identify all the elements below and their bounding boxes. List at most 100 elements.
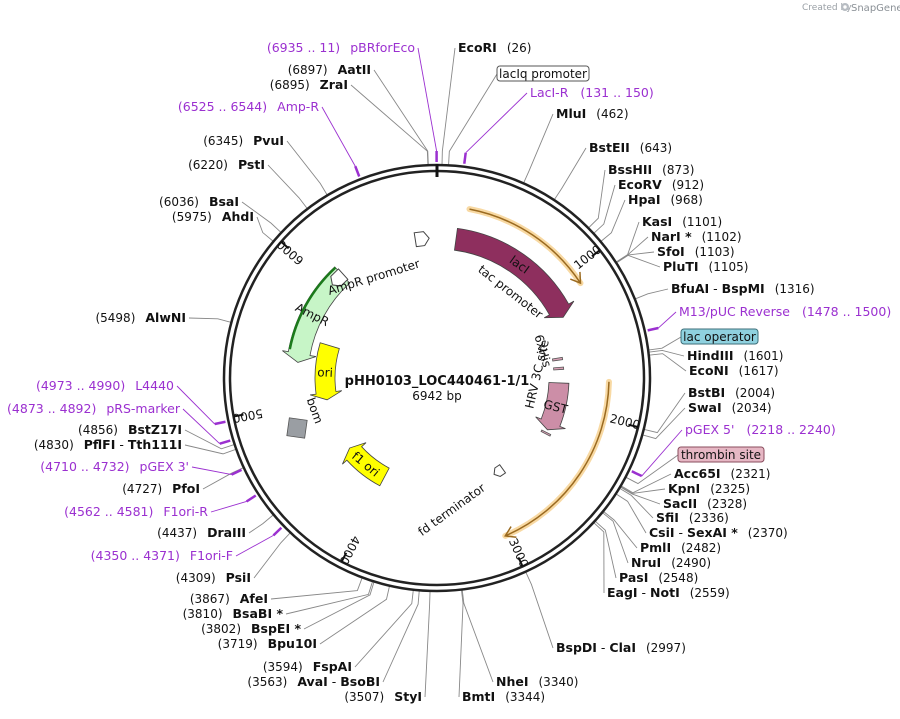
primer-label-m13-puc-reverse: M13/pUC Reverse (1478 .. 1500) bbox=[679, 304, 891, 319]
site-leader bbox=[594, 520, 617, 579]
site-label-pluti: PluTI(1105) bbox=[663, 259, 748, 274]
tick-label: 1000 bbox=[571, 242, 604, 272]
site-coordinate: (643) bbox=[640, 141, 672, 155]
site-name: SexAI * bbox=[687, 525, 738, 540]
feature-leader bbox=[625, 454, 679, 485]
site-coordinate: (6345) bbox=[203, 134, 243, 148]
site-name: NarI * bbox=[651, 229, 692, 244]
site-name-separator: - bbox=[597, 640, 609, 655]
site-name: EcoNI bbox=[689, 363, 729, 378]
primer-range: (1478 .. 1500) bbox=[802, 304, 891, 319]
primer-marker bbox=[463, 152, 467, 164]
site-coordinate: (26) bbox=[507, 41, 532, 55]
primer-label-amp-r: (6525 .. 6544)Amp-R bbox=[178, 99, 319, 114]
tick-label: 6000 bbox=[274, 237, 306, 268]
site-coordinate: (2325) bbox=[710, 482, 750, 496]
site-coordinate: (1617) bbox=[739, 364, 779, 378]
site-name-separator: - bbox=[709, 281, 721, 296]
site-label-bsabi: (3810)BsaBI * bbox=[183, 606, 284, 621]
site-leader bbox=[615, 493, 647, 534]
site-name-separator: - bbox=[638, 585, 650, 600]
site-coordinate: (1101) bbox=[682, 215, 722, 229]
site-coordinate: (1105) bbox=[709, 260, 749, 274]
site-name: FspAI bbox=[313, 659, 352, 674]
site-name: Acc65I bbox=[674, 466, 721, 481]
site-label-csii: CsiI - SexAI *(2370) bbox=[649, 525, 788, 540]
site-coordinate: (3719) bbox=[218, 637, 258, 651]
feature-arrow-f1-ori bbox=[342, 442, 390, 487]
site-coordinate: (4856) bbox=[78, 423, 118, 437]
site-name-separator: - bbox=[115, 437, 127, 452]
site-leader bbox=[648, 349, 685, 357]
site-name: AatII bbox=[338, 62, 371, 77]
site-coordinate: (5498) bbox=[95, 311, 135, 325]
primer-range: (6525 .. 6544) bbox=[178, 99, 267, 114]
site-coordinate: (1102) bbox=[702, 230, 742, 244]
site-leader bbox=[303, 581, 375, 630]
primer-label-f1ori-r: (4562 .. 4581)F1ori-R bbox=[64, 504, 208, 519]
feature-box bbox=[496, 65, 590, 82]
primer-leader bbox=[235, 535, 274, 557]
tick-label: 5000 bbox=[231, 406, 264, 425]
feature-leader bbox=[448, 73, 498, 166]
cds-arc-head bbox=[504, 526, 517, 539]
site-coordinate: (3340) bbox=[539, 675, 579, 689]
site-coordinate: (5975) bbox=[172, 210, 212, 224]
site-coordinate: (968) bbox=[671, 193, 703, 207]
plasmid-name: pHH0103_LOC440461-1/1 bbox=[345, 374, 530, 389]
cds-arc bbox=[469, 208, 582, 284]
site-name: StyI bbox=[394, 689, 422, 704]
site-name: ZraI bbox=[320, 77, 348, 92]
site-name: PfoI bbox=[172, 481, 200, 496]
site-name: PflFI bbox=[84, 437, 116, 452]
site-label-sfoi: SfoI(1103) bbox=[657, 244, 735, 259]
site-leader bbox=[588, 169, 606, 229]
site-name: Tth111I bbox=[128, 437, 182, 452]
site-leader bbox=[382, 590, 420, 683]
site-coordinate: (912) bbox=[672, 178, 704, 192]
primer-name: pRS-marker bbox=[106, 401, 181, 416]
site-coordinate: (2548) bbox=[658, 571, 698, 585]
site-coordinate: (2370) bbox=[748, 526, 788, 540]
site-name: SacII bbox=[663, 496, 697, 511]
site-leader bbox=[354, 589, 414, 668]
site-coordinate: (2490) bbox=[671, 556, 711, 570]
primer-leader bbox=[641, 429, 683, 477]
site-name: BsoBI bbox=[340, 674, 380, 689]
cds-arc-head bbox=[570, 271, 582, 285]
feature-arrow-laci bbox=[454, 227, 575, 319]
tick-label: 4000 bbox=[337, 533, 363, 567]
primer-name: M13/pUC Reverse bbox=[679, 304, 790, 319]
site-name: KpnI bbox=[668, 481, 700, 496]
site-leader bbox=[616, 254, 661, 268]
primer-name: pBRforEco bbox=[350, 40, 415, 55]
site-label-aatii: (6897)AatII bbox=[288, 62, 371, 77]
site-label-ahdi: (5975)AhdI bbox=[172, 209, 254, 224]
primer-name: F1ori-F bbox=[190, 548, 233, 563]
site-name: KasI bbox=[642, 214, 672, 229]
site-name: ClaI bbox=[609, 640, 636, 655]
site-leader bbox=[619, 486, 661, 505]
primer-name: pGEX 3' bbox=[140, 459, 189, 474]
site-leader bbox=[615, 251, 655, 263]
site-name-separator: - bbox=[675, 525, 687, 540]
site-coordinate: (3594) bbox=[263, 660, 303, 674]
primer-range: (2218 .. 2240) bbox=[746, 422, 835, 437]
site-leader bbox=[458, 589, 464, 698]
site-leader bbox=[643, 392, 686, 434]
site-label-bsteii: BstEII(643) bbox=[589, 140, 672, 155]
site-coordinate: (1103) bbox=[695, 245, 735, 259]
site-leader bbox=[553, 147, 587, 201]
primer-leader bbox=[176, 385, 216, 425]
site-coordinate: (3344) bbox=[505, 690, 545, 704]
site-name-separator: - bbox=[328, 674, 340, 689]
site-name: AvaI bbox=[297, 674, 327, 689]
site-leader bbox=[648, 353, 687, 372]
feature-leader bbox=[648, 336, 682, 351]
credit-created-by: Created by bbox=[802, 3, 852, 13]
primer-range: (4710 .. 4732) bbox=[40, 459, 129, 474]
primer-label-f1ori-f: (4350 .. 4371)F1ori-F bbox=[91, 548, 233, 563]
small-feature-box bbox=[553, 366, 565, 371]
site-coordinate: (3507) bbox=[344, 690, 384, 704]
